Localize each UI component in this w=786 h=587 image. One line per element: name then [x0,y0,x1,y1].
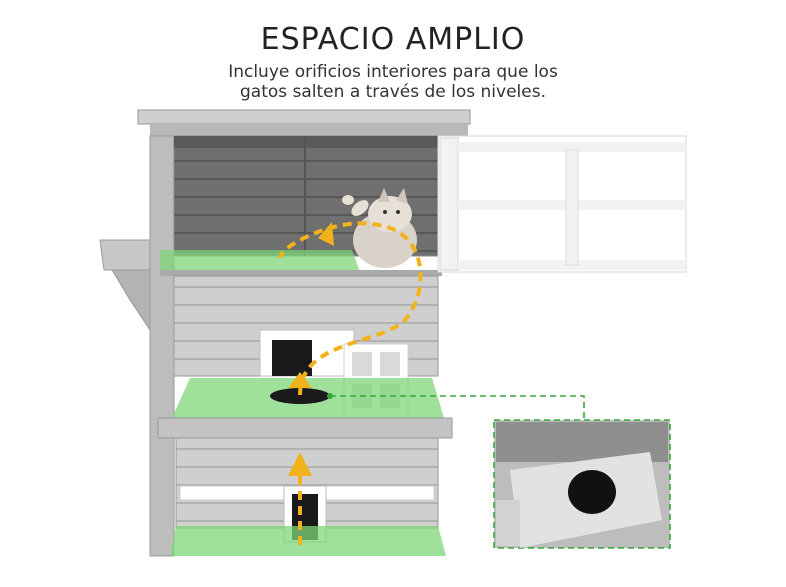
roof [137,109,471,136]
cat-door-opening [272,340,312,376]
open-door [437,135,687,273]
arrow-head-up [288,452,312,476]
detail-inset [493,419,671,549]
subtitle-line-1: Incluye orificios interiores para que lo… [228,62,558,82]
bottom-section [170,437,446,556]
side-shelf [99,239,151,332]
top-floor-highlight [160,250,360,272]
cat-photo [342,188,417,268]
arrow-head-left [318,222,334,246]
jump-arrow [278,221,423,545]
arrow-head-middle [288,372,312,388]
subtitle-line-2: gatos salten a través de los niveles. [239,82,546,102]
detail-hole [568,470,616,514]
floor-hole [270,388,330,404]
page-title: ESPACIO AMPLIO [260,22,526,57]
left-wall [149,135,175,557]
bottom-floor-highlight [170,526,446,556]
subtitle: Incluye orificios interiores para que lo… [0,62,786,102]
detail-leader [330,395,585,420]
